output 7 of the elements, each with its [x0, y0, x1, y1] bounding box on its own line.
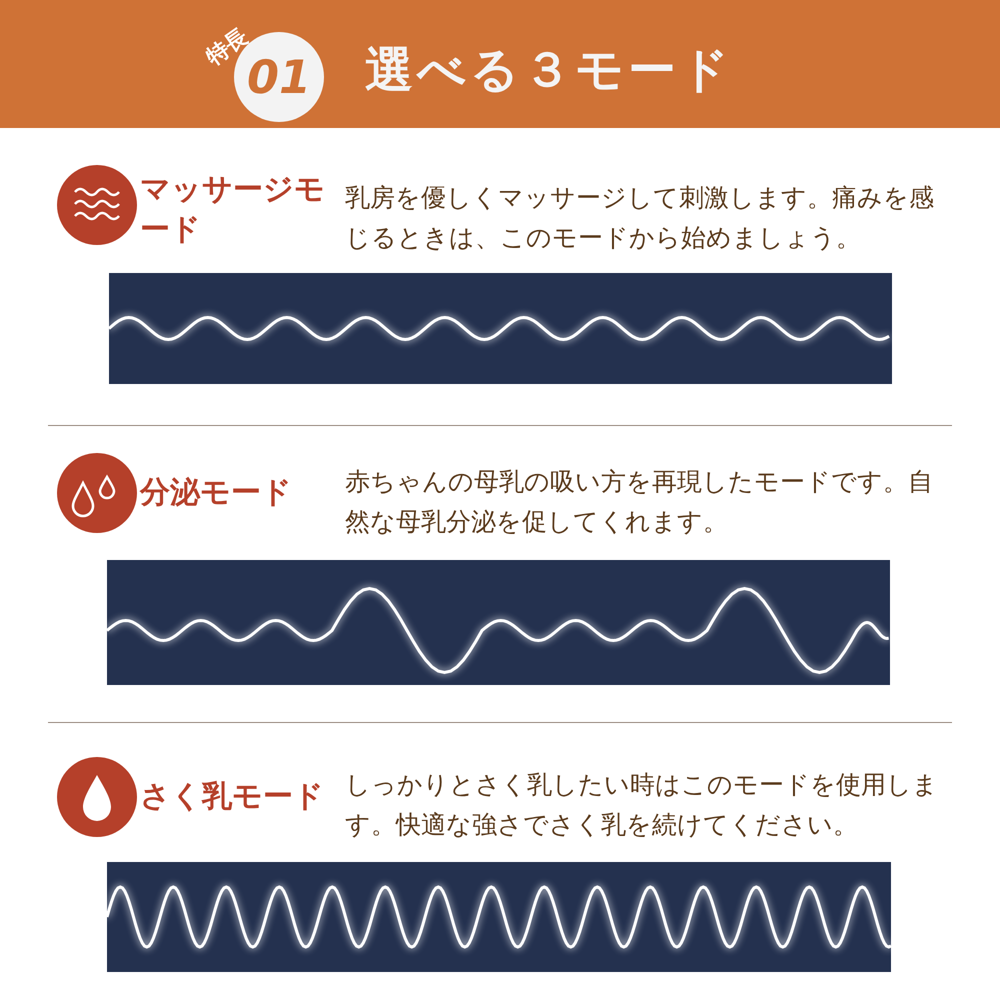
title: 選べる３モード — [365, 41, 733, 100]
mode-description: 赤ちゃんの母乳の吸い方を再現したモードです。自然な母乳分泌を促してくれます。 — [345, 466, 934, 538]
mode-name: マッサージモード — [140, 171, 326, 249]
mode-description: しっかりとさく乳したい時はこのモードを使用します。快適な強さでさく乳を続けてください。 — [345, 769, 939, 841]
mode-description: 乳房を優しくマッサージして刺激します。痛みを感じるときは、このモードから始めましょう。 — [345, 182, 935, 254]
mode-name: さく乳モード — [140, 778, 325, 816]
mode-name: 分泌モード — [140, 474, 293, 512]
